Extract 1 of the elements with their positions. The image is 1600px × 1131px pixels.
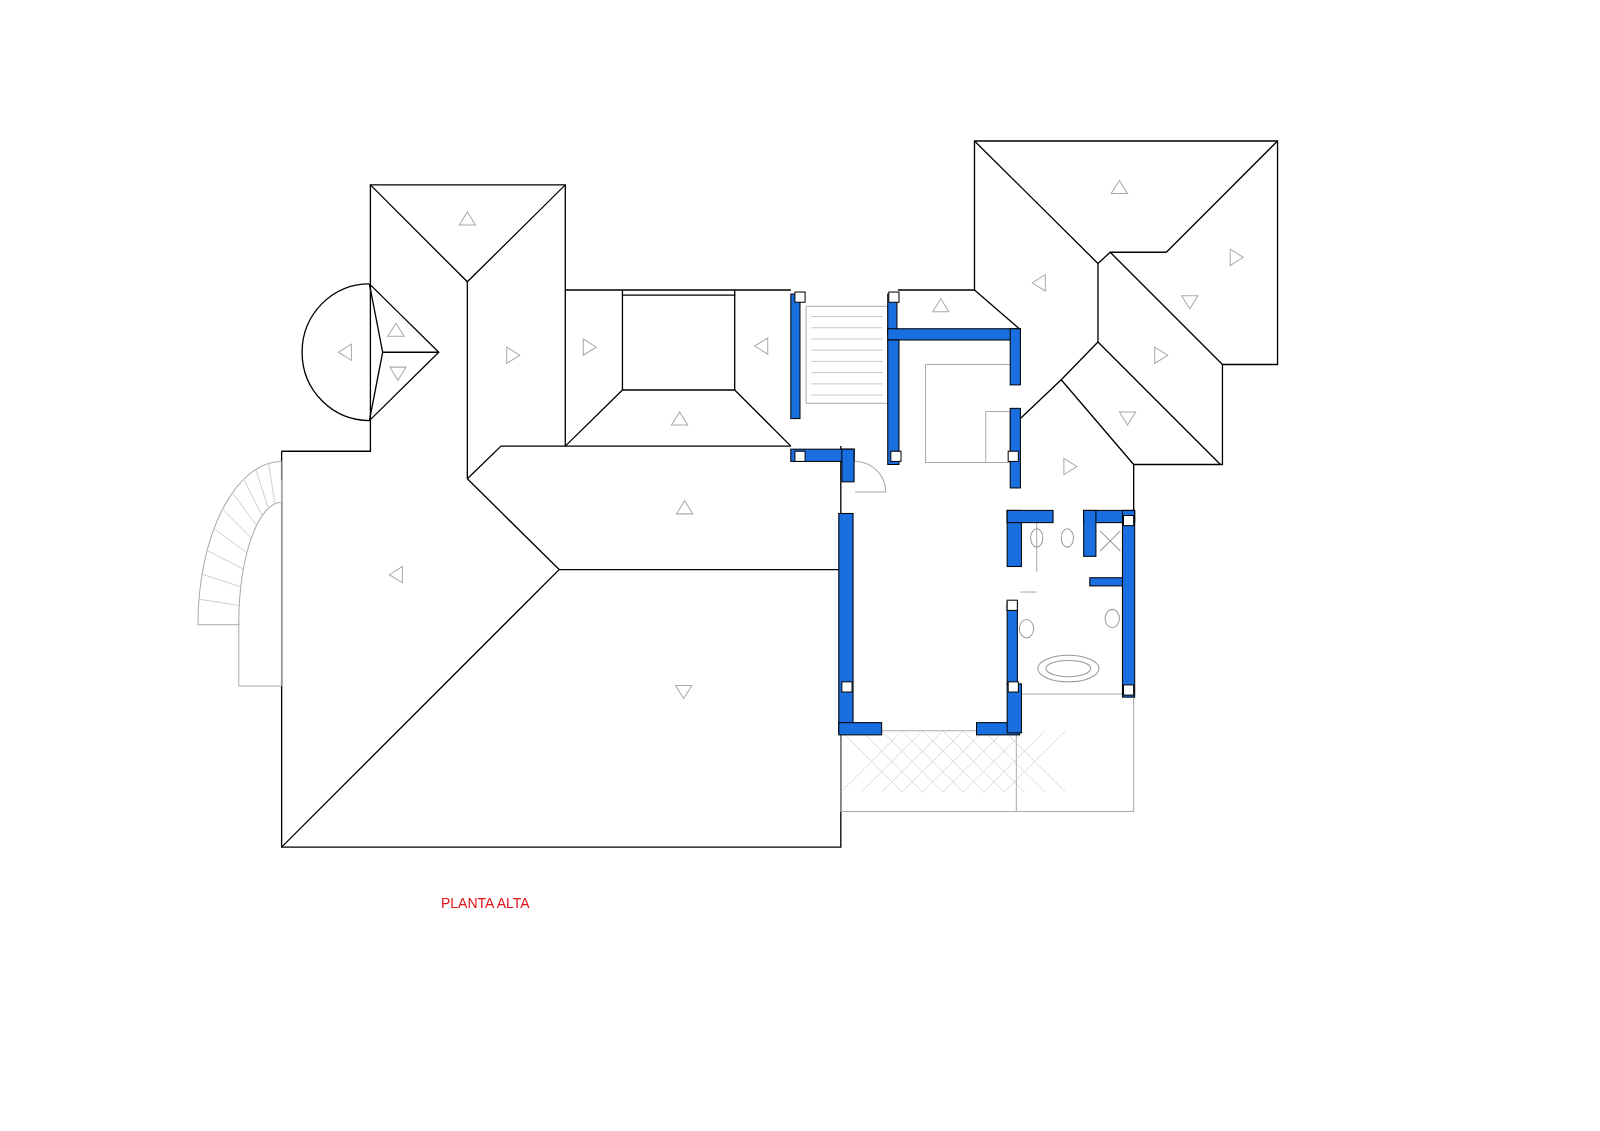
plan-title: PLANTA ALTA [441,895,530,911]
